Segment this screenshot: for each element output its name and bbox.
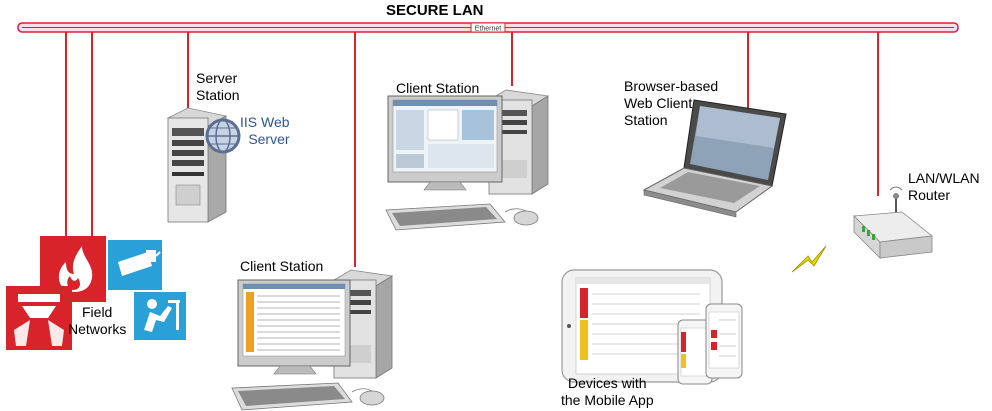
wireless-lightning-icon [791, 245, 827, 273]
client-station-top-icon [385, 89, 550, 231]
client-station-top-label: Client Station [396, 80, 480, 96]
field-networks-label: Field Networks [68, 304, 127, 337]
server-station-label: Server Station [196, 70, 240, 103]
field-networks-icons [6, 236, 186, 350]
server-tower-icon [166, 107, 228, 223]
drop-lines [65, 32, 879, 267]
laptop-icon [642, 99, 787, 218]
router-icon [853, 186, 933, 259]
phone-icon-2 [705, 303, 743, 379]
globe-icon [205, 118, 241, 154]
client-station-bottom-icon [231, 269, 394, 411]
ethernet-bus: Ethernet [17, 22, 959, 33]
diagram-title: SECURE LAN [386, 2, 484, 19]
phone-icon-1 [677, 319, 713, 385]
client-station-bottom-label: Client Station [240, 258, 324, 274]
web-client-station-label: Browser-based Web Client Station [624, 78, 719, 128]
bus-label: Ethernet [475, 26, 502, 33]
mobile-devices-label: Devices with the Mobile App [561, 375, 654, 408]
router-label: LAN/WLAN Router [908, 170, 980, 203]
iis-web-server-label: IIS Web Server [240, 114, 290, 147]
